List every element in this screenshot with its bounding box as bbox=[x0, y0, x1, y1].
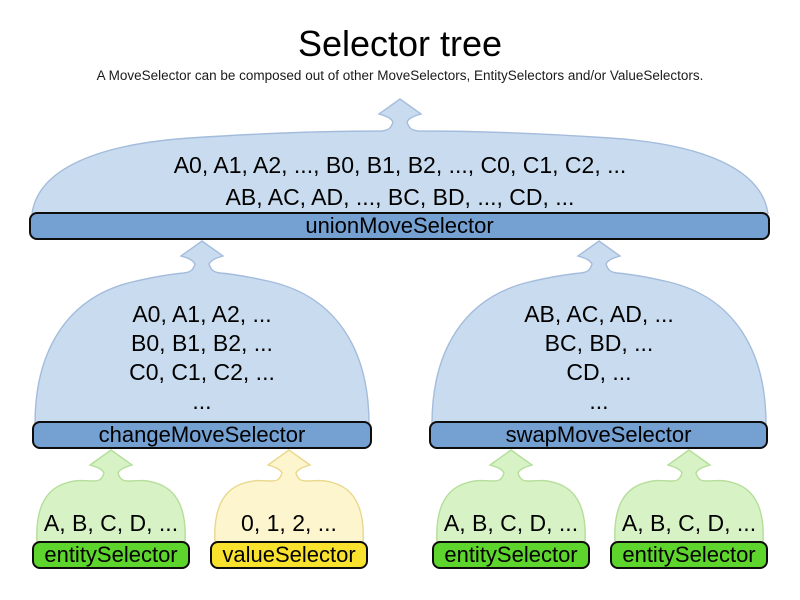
funnel-up-arrow-icon bbox=[214, 449, 364, 543]
union-move-selector-bar: unionMoveSelector bbox=[29, 212, 770, 240]
swap-generated-moves-line2: BC, BD, ... bbox=[544, 330, 654, 356]
swap-move-selector-label: swapMoveSelector bbox=[505, 422, 692, 447]
value-selector-bar: valueSelector bbox=[210, 541, 368, 569]
entity2-values: A, B, C, D, ... bbox=[443, 510, 579, 536]
entity1-funnel-arrow-shape bbox=[36, 449, 186, 543]
change-generated-moves-line3: C0, C1, C2, ... bbox=[129, 359, 275, 385]
change-move-selector-bar: changeMoveSelector bbox=[32, 421, 372, 449]
funnel-up-arrow-icon bbox=[431, 240, 767, 424]
value-funnel-arrow-shape bbox=[214, 449, 364, 543]
entity-selector-label: entitySelector bbox=[444, 542, 578, 567]
value-selector-label: valueSelector bbox=[222, 542, 356, 567]
swap-generated-moves-line4: ... bbox=[589, 388, 609, 414]
entity1-values: A, B, C, D, ... bbox=[43, 510, 179, 536]
entity3-funnel-arrow-shape bbox=[614, 449, 764, 543]
page-subtitle: A MoveSelector can be composed out of ot… bbox=[96, 68, 704, 83]
funnel-up-arrow-icon bbox=[436, 449, 586, 543]
union-move-selector-label: unionMoveSelector bbox=[305, 213, 494, 238]
swap-move-selector-bar: swapMoveSelector bbox=[429, 421, 768, 449]
entity-selector-bar-2: entitySelector bbox=[432, 541, 590, 569]
entity2-funnel-arrow-shape bbox=[436, 449, 586, 543]
union-generated-moves-line2: AB, AC, AD, ..., BC, BD, ..., CD, ... bbox=[225, 184, 575, 210]
union-generated-moves-line1: A0, A1, A2, ..., B0, B1, B2, ..., C0, C1… bbox=[173, 152, 627, 178]
change-move-selector-label: changeMoveSelector bbox=[98, 422, 306, 447]
entity-selector-bar-1: entitySelector bbox=[32, 541, 190, 569]
entity-selector-label: entitySelector bbox=[622, 542, 756, 567]
change-generated-moves-line1: A0, A1, A2, ... bbox=[132, 301, 272, 327]
funnel-up-arrow-icon bbox=[36, 449, 186, 543]
swap-generated-moves-line3: CD, ... bbox=[566, 359, 632, 385]
funnel-up-arrow-icon bbox=[614, 449, 764, 543]
page-title: Selector tree bbox=[297, 23, 503, 64]
entity-selector-label: entitySelector bbox=[44, 542, 178, 567]
funnel-up-arrow-icon bbox=[34, 240, 370, 424]
change-funnel-arrow-shape bbox=[34, 240, 370, 424]
value-values: 0, 1, 2, ... bbox=[241, 510, 337, 536]
funnel-up-arrow-icon bbox=[31, 98, 769, 214]
change-generated-moves-line4: ... bbox=[192, 388, 212, 414]
entity3-values: A, B, C, D, ... bbox=[621, 510, 757, 536]
change-generated-moves-line2: B0, B1, B2, ... bbox=[131, 330, 273, 356]
swap-funnel-arrow-shape bbox=[431, 240, 767, 424]
swap-generated-moves-line1: AB, AC, AD, ... bbox=[524, 301, 674, 327]
entity-selector-bar-3: entitySelector bbox=[610, 541, 768, 569]
union-funnel-arrow-shape bbox=[31, 98, 769, 214]
